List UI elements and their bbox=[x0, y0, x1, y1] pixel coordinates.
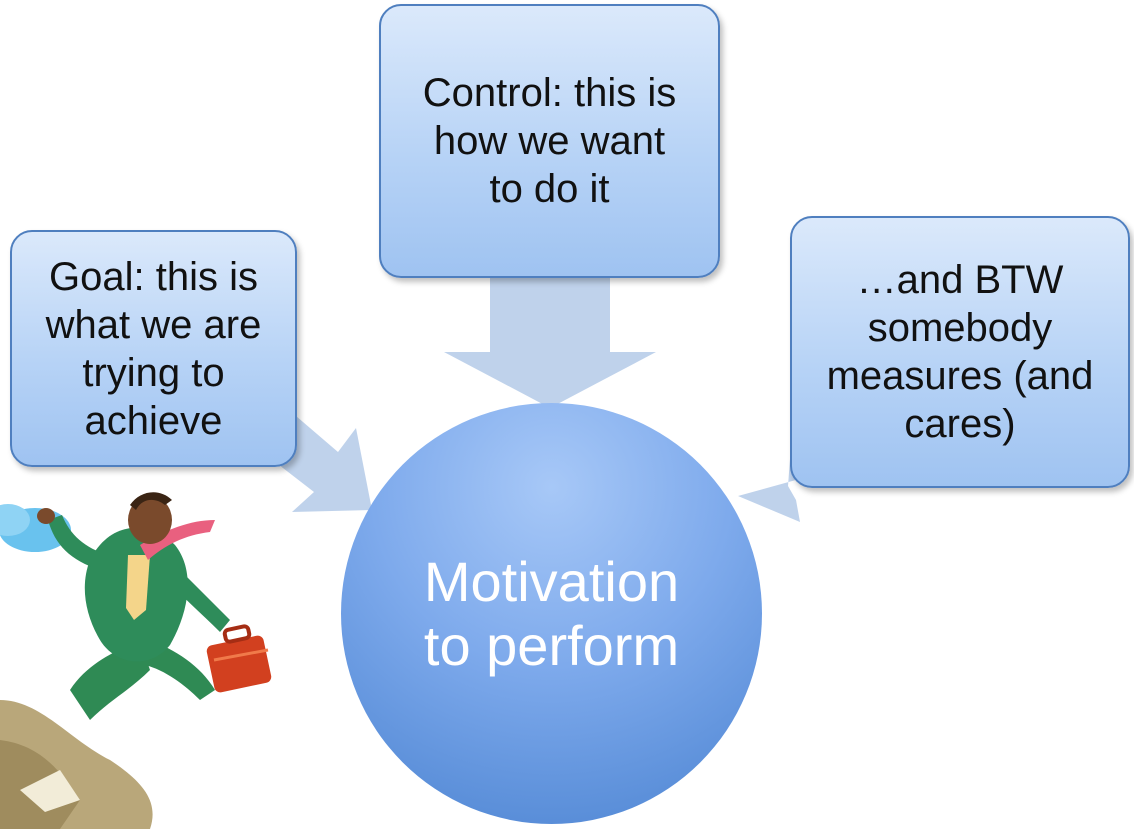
right-arrow bbox=[738, 432, 832, 522]
top-arrow bbox=[444, 276, 656, 408]
control-box-text: Control: this is how we want to do it bbox=[422, 71, 677, 211]
goal-box-text: Goal: this is what we are trying to achi… bbox=[45, 254, 262, 443]
goal-box: Goal: this is what we are trying to achi… bbox=[10, 230, 297, 467]
motivation-circle: Motivation to perform bbox=[341, 403, 762, 824]
control-box: Control: this is how we want to do it bbox=[379, 4, 720, 278]
motivation-circle-text: Motivation to perform bbox=[423, 549, 680, 677]
measure-box: …and BTW somebody measures (and cares) bbox=[790, 216, 1130, 488]
measure-box-text: …and BTW somebody measures (and cares) bbox=[826, 258, 1094, 446]
